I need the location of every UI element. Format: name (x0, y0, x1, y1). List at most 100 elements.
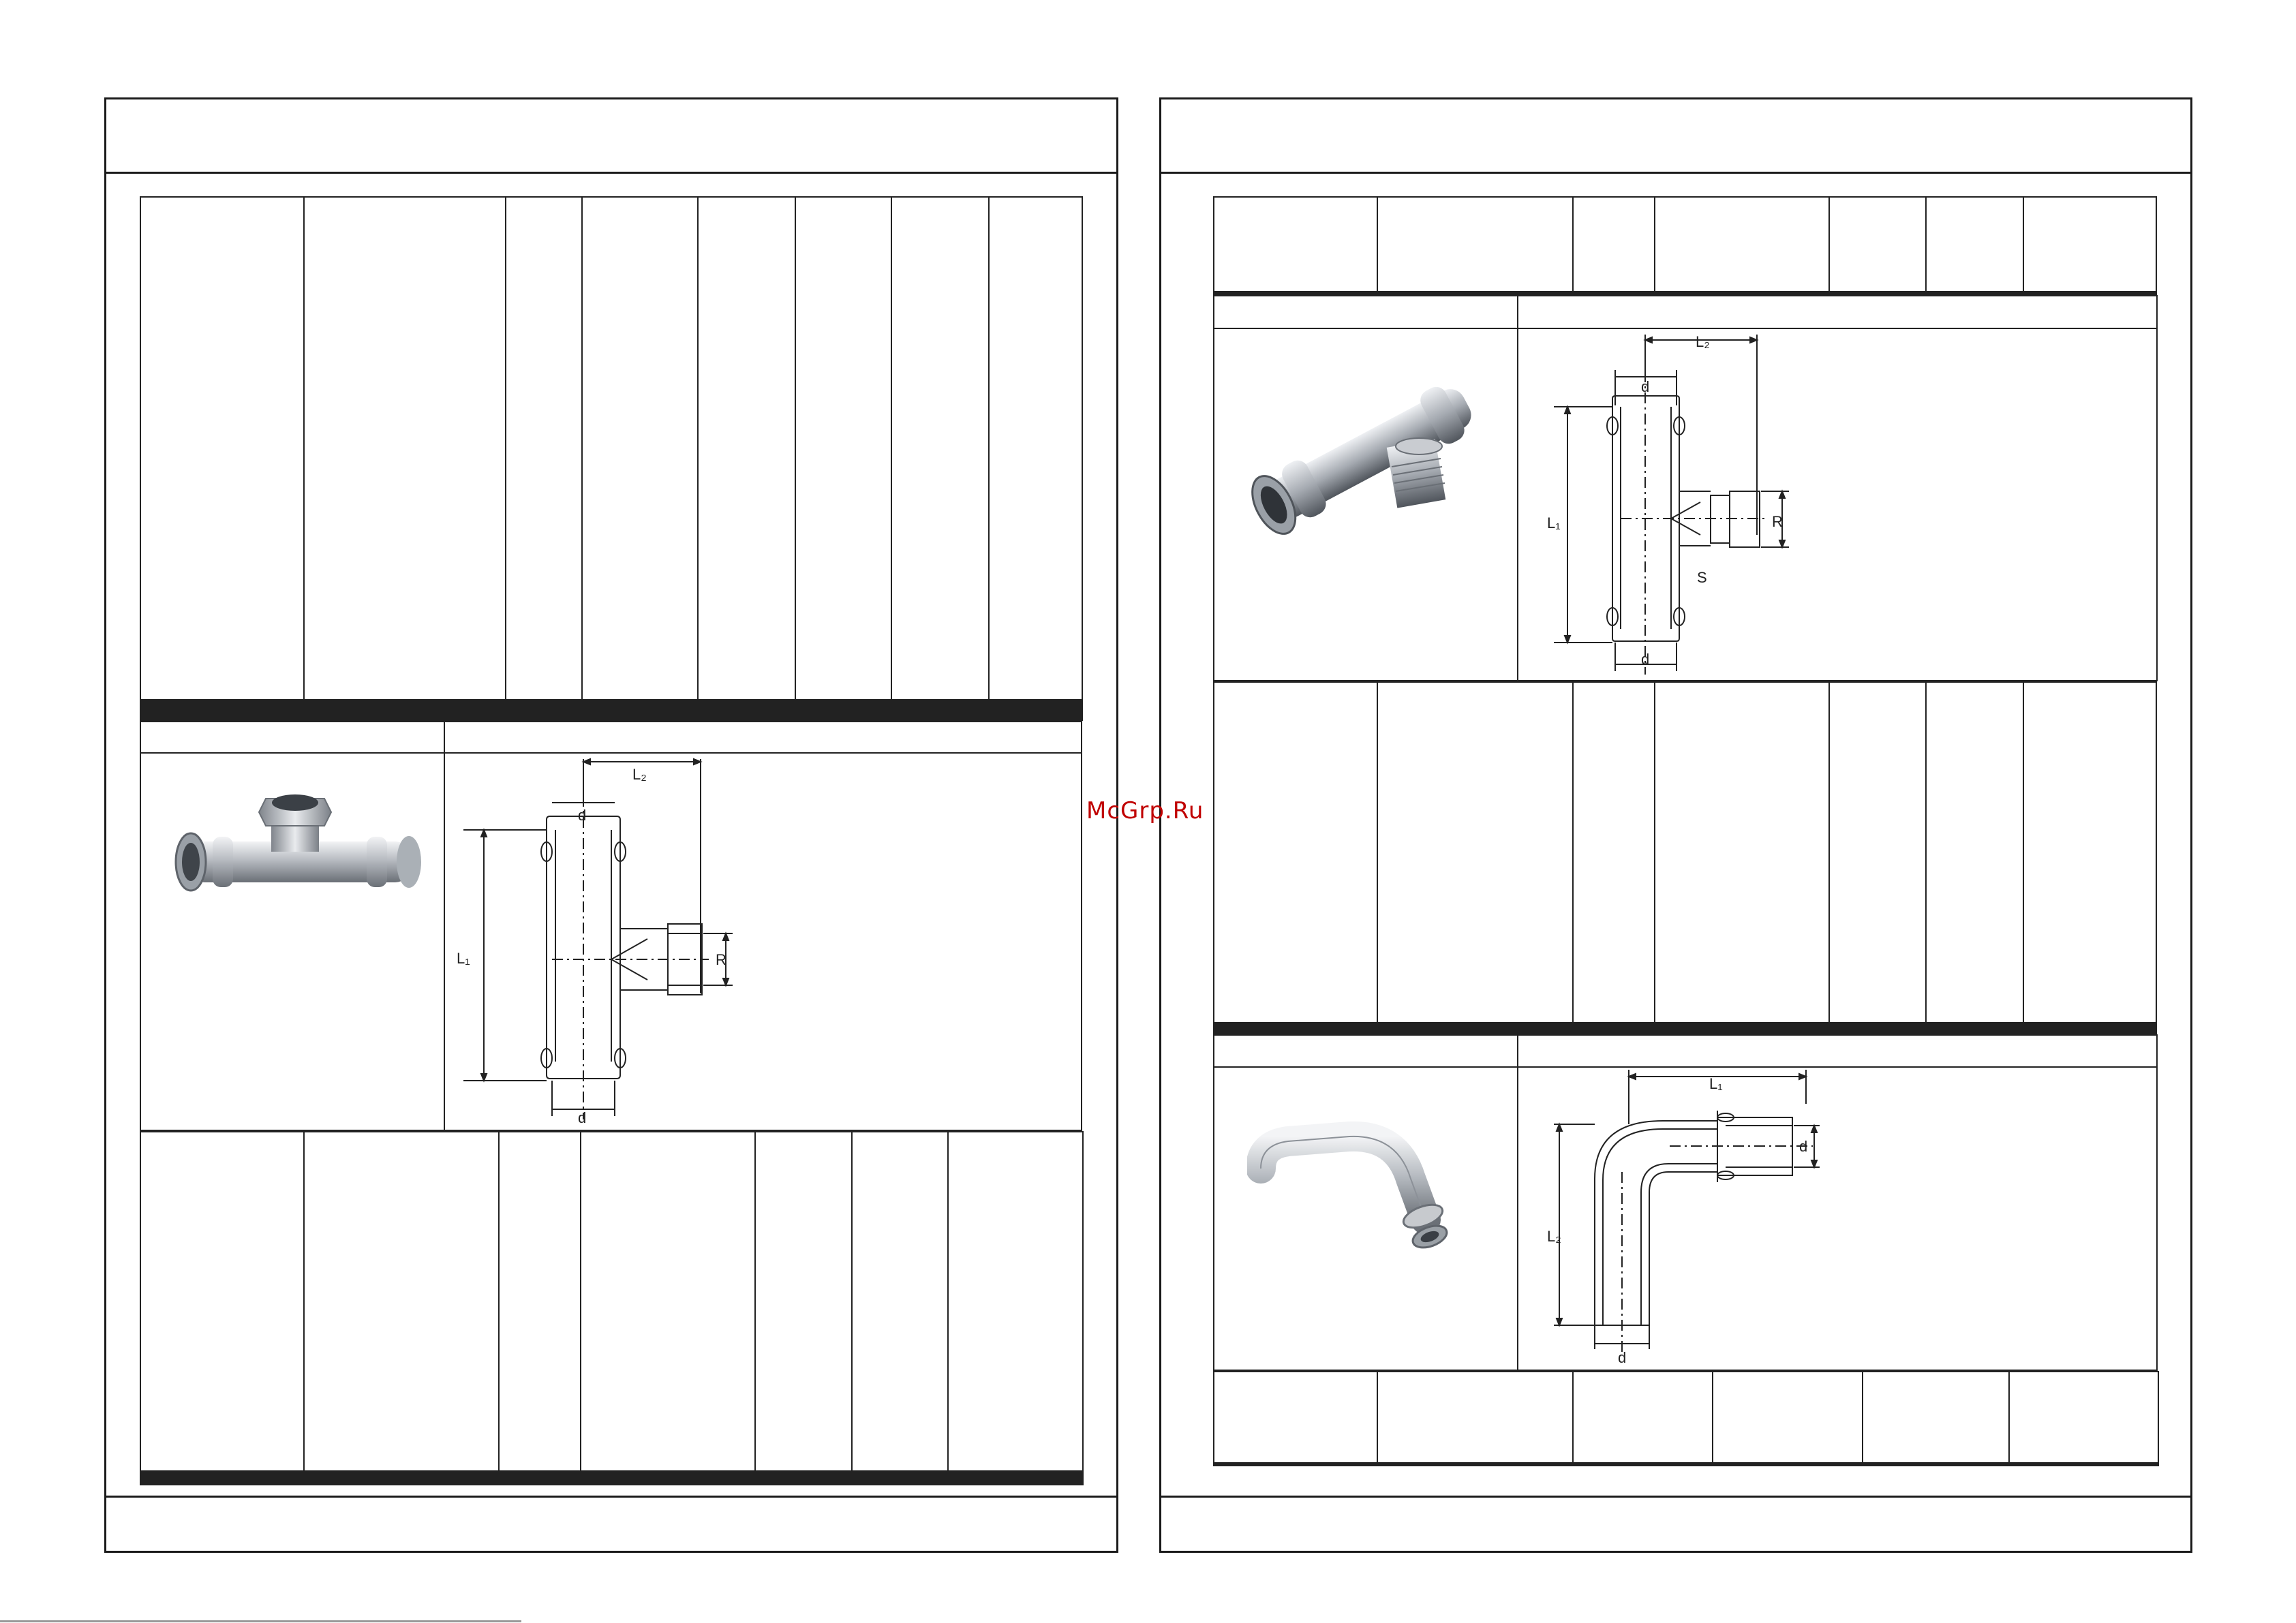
table-cell (1828, 1023, 1927, 1026)
table-cell (498, 1477, 581, 1480)
table-cell (580, 1131, 756, 1472)
table-cell (1654, 1023, 1830, 1026)
table-cell (795, 700, 892, 703)
table-row (1213, 1371, 2159, 1464)
left-top-table (140, 196, 1083, 721)
right-middle-table (1213, 681, 2157, 1036)
table-cell (505, 711, 583, 714)
dim-l2-label: L₂ (1547, 1228, 1561, 1245)
table-cell (1712, 1371, 1863, 1464)
table-cell (988, 714, 1083, 717)
table-cell (1213, 196, 1378, 292)
table-cell (303, 699, 506, 702)
table-cell (1377, 1023, 1574, 1026)
table-cell (697, 717, 796, 720)
dim-l1-label: L₁ (1547, 514, 1561, 531)
table-cell (754, 1477, 853, 1480)
table-row (140, 1470, 1084, 1473)
table-cell (1828, 681, 1927, 1023)
table-cell (303, 1479, 500, 1481)
table-cell (1572, 291, 1655, 294)
table-cell (947, 1131, 1084, 1472)
table-row (140, 713, 1083, 715)
table-cell (1654, 1027, 1830, 1030)
table-row (140, 1131, 1084, 1472)
table-cell (498, 1473, 581, 1476)
table-cell (303, 1480, 500, 1483)
table-cell (851, 1481, 949, 1484)
table-cell (303, 717, 506, 720)
table-cell (303, 1470, 500, 1473)
right-figure-elbow-divider (1517, 1034, 1518, 1371)
right-figure-tee-header-rule (1213, 328, 2158, 329)
table-cell (1377, 196, 1574, 292)
table-cell (581, 705, 699, 707)
table-cell (505, 710, 583, 713)
table-cell (1377, 1022, 1574, 1025)
elbow-fitting-photo-icon (1247, 1121, 1448, 1249)
table-cell (1213, 292, 1378, 295)
table-row (140, 702, 1083, 705)
table-cell (498, 1131, 581, 1472)
left-bottom-table (140, 1131, 1084, 1485)
table-cell (303, 709, 506, 711)
table-cell (1712, 1464, 1863, 1466)
table-cell (697, 709, 796, 711)
table-cell (795, 702, 892, 705)
table-cell (754, 1481, 853, 1484)
table-row (1213, 1023, 2157, 1026)
table-cell (581, 717, 699, 720)
table-row (1213, 1026, 2157, 1029)
table-cell (2023, 1029, 2157, 1032)
dim-l2-label: L₂ (632, 766, 647, 783)
table-cell (1654, 1025, 1830, 1027)
table-cell (795, 706, 892, 709)
table-cell (891, 718, 990, 721)
table-cell (581, 709, 699, 711)
table-cell (140, 1131, 305, 1472)
table-row (140, 706, 1083, 709)
table-cell (1925, 1027, 2024, 1030)
table-cell (581, 715, 699, 718)
table-cell (851, 1474, 949, 1477)
table-cell (697, 715, 796, 718)
table-cell (140, 718, 305, 721)
table-row (140, 1477, 1084, 1480)
table-cell (697, 711, 796, 714)
table-cell (303, 702, 506, 705)
table-cell (505, 196, 583, 700)
table-cell (1925, 196, 2024, 292)
table-cell (505, 702, 583, 705)
table-cell (1377, 1464, 1574, 1466)
table-cell (851, 1472, 949, 1474)
table-cell (891, 196, 990, 700)
table-cell (1828, 1025, 1927, 1027)
left-figure-box (140, 721, 1082, 1131)
table-cell (697, 700, 796, 703)
table-cell (1377, 1026, 1574, 1029)
table-cell (303, 707, 506, 710)
table-cell (1828, 196, 1927, 292)
table-cell (1654, 196, 1830, 292)
table-cell (2023, 1026, 2157, 1029)
table-cell (697, 705, 796, 707)
table-cell (947, 1480, 1084, 1483)
table-cell (1213, 681, 1378, 1023)
table-cell (581, 196, 699, 700)
table-cell (505, 718, 583, 721)
table-row (1213, 681, 2157, 1023)
table-cell (1377, 1371, 1574, 1464)
table-cell (795, 703, 892, 706)
table-row (1213, 1464, 2159, 1466)
table-cell (581, 707, 699, 710)
table-cell (498, 1474, 581, 1477)
table-row (1213, 291, 2157, 294)
table-cell (2023, 1022, 2157, 1025)
table-cell (505, 699, 583, 702)
dim-r-label: R (716, 951, 726, 968)
table-row (140, 1479, 1084, 1481)
table-cell (795, 709, 892, 711)
right-top-table (1213, 196, 2157, 295)
table-cell (303, 1483, 500, 1485)
dim-d-side-label: d (1799, 1138, 1807, 1155)
